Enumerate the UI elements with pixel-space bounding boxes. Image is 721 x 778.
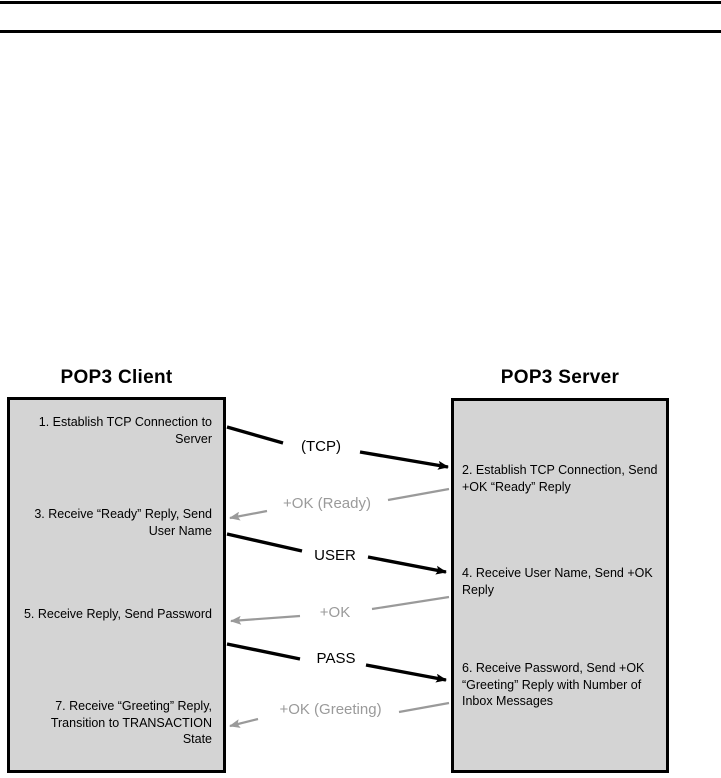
client-step-1: 1. Establish TCP Connection to Server — [38, 415, 212, 446]
client-step-7: 7. Receive “Greeting” Reply, Transition … — [50, 699, 212, 746]
client-step-5: 5. Receive Reply, Send Password — [23, 607, 212, 621]
message-label-pass: PASS — [316, 650, 356, 667]
client-step-3: 3. Receive “Ready” Reply, Send User Name — [34, 507, 212, 538]
message-label-ok: +OK — [319, 604, 351, 621]
server-step-4: 4. Receive User Name, Send +OK Reply — [462, 566, 653, 597]
message-label-user: USER — [314, 547, 356, 564]
message-label-ok-ready: +OK (Ready) — [283, 495, 371, 512]
server-column-title: POP3 Server — [500, 367, 620, 388]
message-label-ok-greeting: +OK (Greeting) — [279, 701, 382, 718]
bottom-horizontal-rule — [0, 30, 721, 33]
server-step-6: 6. Receive Password, Send +OK “Greeting”… — [462, 661, 645, 708]
message-label-tcp: (TCP) — [301, 438, 341, 455]
client-lifeline-box — [7, 397, 226, 773]
top-horizontal-rule — [0, 1, 721, 4]
server-lifeline-box — [451, 398, 669, 773]
server-step-2: 2. Establish TCP Connection, Send +OK “R… — [462, 463, 658, 494]
client-column-title: POP3 Client — [60, 367, 173, 388]
